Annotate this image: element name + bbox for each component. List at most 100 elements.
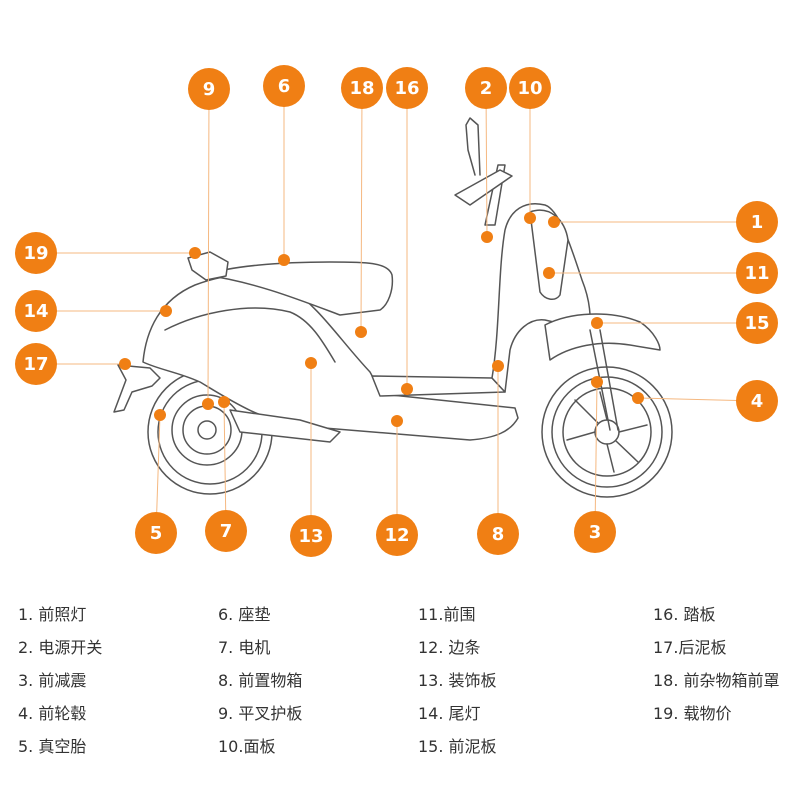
legend-item: 2. 电源开关	[18, 638, 103, 657]
part-marker-dot	[154, 409, 166, 421]
callout-number: 5	[150, 523, 163, 544]
legend-item: 19. 载物价	[653, 704, 732, 723]
part-marker-dot	[492, 360, 504, 372]
legend-item: 5. 真空胎	[18, 737, 87, 756]
callout-18: 18	[341, 67, 383, 338]
callout-number: 9	[203, 79, 216, 100]
legend-item: 11.前围	[418, 605, 476, 624]
callout-badge	[386, 67, 428, 109]
callout-badge	[15, 290, 57, 332]
part-marker-dot	[202, 398, 214, 410]
callout-7: 7	[205, 396, 247, 552]
callout-16: 16	[386, 67, 428, 395]
callout-badge	[736, 380, 778, 422]
part-marker-dot	[119, 358, 131, 370]
part-marker-dot	[524, 212, 536, 224]
mirror	[465, 117, 481, 176]
front-tire	[541, 366, 673, 498]
part-marker-dot	[355, 326, 367, 338]
legend-item: 14. 尾灯	[418, 704, 481, 723]
callout-badge	[376, 514, 418, 556]
part-marker-dot	[591, 376, 603, 388]
callout-number: 13	[298, 526, 323, 547]
legend-item: 16. 踏板	[653, 605, 716, 624]
legend-item: 15. 前泥板	[418, 737, 497, 756]
callout-number: 7	[220, 521, 233, 542]
legend-item: 6. 座垫	[218, 605, 271, 624]
callout-badge	[15, 343, 57, 385]
callout-number: 14	[23, 301, 48, 322]
legend-item: 8. 前置物箱	[218, 671, 303, 690]
callout-badge	[290, 515, 332, 557]
callout-badge	[341, 67, 383, 109]
callout-number: 1	[751, 212, 764, 233]
callout-number: 3	[589, 522, 602, 543]
leader-line	[594, 381, 598, 533]
part-marker-dot	[548, 216, 560, 228]
callout-number: 6	[278, 76, 291, 97]
part-marker-dot	[391, 415, 403, 427]
scooter-drawing	[113, 117, 673, 498]
callout-badge	[574, 511, 616, 553]
callout-badge	[135, 512, 177, 554]
callout-badge	[15, 232, 57, 274]
legend-item: 13. 装饰板	[418, 671, 497, 690]
seat	[204, 261, 394, 316]
callout-1: 1	[548, 201, 778, 243]
callout-11: 11	[543, 252, 778, 294]
rear-body	[142, 274, 519, 441]
legend-item: 10.面板	[218, 737, 276, 756]
callout-13: 13	[290, 357, 332, 557]
callout-number: 15	[744, 313, 769, 334]
front-fender	[544, 313, 661, 361]
part-marker-dot	[481, 231, 493, 243]
front-tire-inner	[551, 376, 663, 488]
part-marker-dot	[632, 392, 644, 404]
callout-badge	[477, 513, 519, 555]
callout-4: 4	[632, 380, 778, 422]
legend-item: 3. 前减震	[18, 671, 87, 690]
callout-15: 15	[591, 302, 778, 344]
legend-item: 4. 前轮毂	[18, 704, 87, 723]
rear-mudguard	[113, 364, 161, 413]
rear-hub-cap	[197, 420, 217, 440]
callout-number: 12	[384, 525, 409, 546]
callout-badge	[263, 65, 305, 107]
legend-item: 17.后泥板	[653, 638, 727, 657]
callout-3: 3	[574, 376, 616, 553]
part-marker-dot	[160, 305, 172, 317]
leader-line	[223, 401, 227, 532]
legend-item: 9. 平叉护板	[218, 704, 303, 723]
callout-badge	[205, 510, 247, 552]
callout-number: 17	[23, 354, 48, 375]
callout-number: 10	[517, 78, 542, 99]
callout-badge	[465, 67, 507, 109]
callout-number: 2	[480, 78, 493, 99]
callout-badge	[188, 68, 230, 110]
callout-17: 17	[15, 343, 131, 385]
callout-badge	[736, 201, 778, 243]
part-marker-dot	[591, 317, 603, 329]
front-rim	[562, 387, 652, 477]
callout-8: 8	[477, 360, 519, 555]
legend-item: 18. 前杂物箱前罩	[653, 671, 780, 690]
legend-item: 1. 前照灯	[18, 605, 87, 624]
callout-9: 9	[188, 68, 230, 410]
callout-number: 8	[492, 524, 505, 545]
callout-19: 19	[15, 232, 201, 274]
leader-line	[485, 87, 488, 238]
callout-2: 2	[465, 67, 507, 243]
callout-10: 10	[509, 67, 551, 224]
legend-item: 12. 边条	[418, 638, 481, 657]
callout-number: 11	[744, 263, 769, 284]
part-marker-dot	[543, 267, 555, 279]
part-marker-dot	[189, 247, 201, 259]
part-marker-dot	[401, 383, 413, 395]
leader-line	[207, 88, 210, 405]
callout-6: 6	[263, 65, 305, 266]
callout-number: 4	[751, 391, 764, 412]
callout-badge	[509, 67, 551, 109]
